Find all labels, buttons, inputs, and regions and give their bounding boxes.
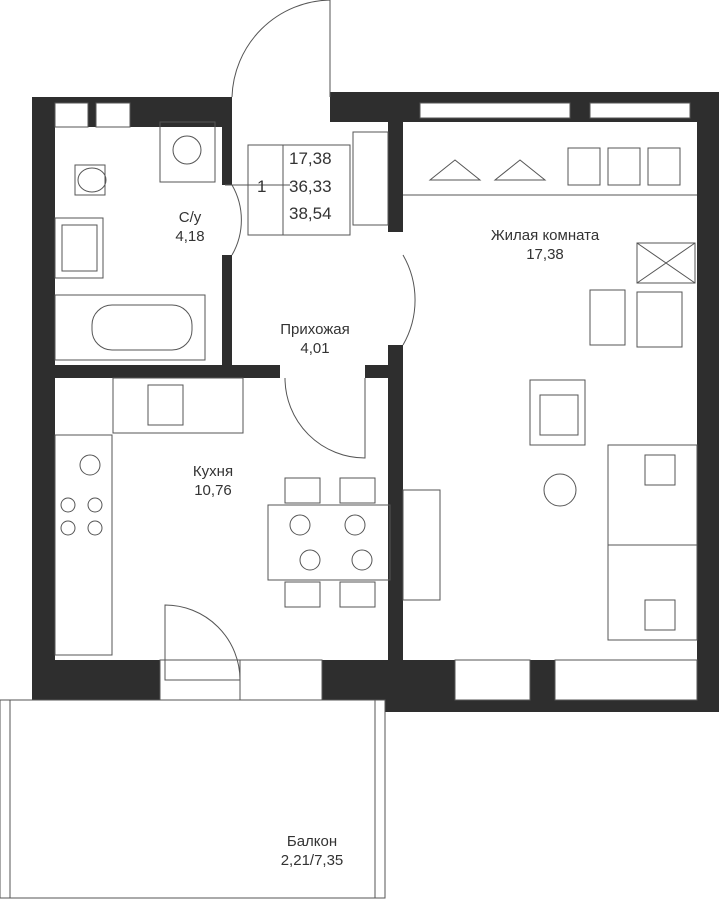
room-area: 10,76 xyxy=(194,482,232,499)
balcony xyxy=(0,699,386,899)
room-area: 4,01 xyxy=(300,340,330,357)
rooms-count: 1 xyxy=(257,177,267,196)
doors xyxy=(164,0,416,681)
walls xyxy=(32,92,719,712)
room-area: 2,21/7,35 xyxy=(280,852,344,869)
furniture xyxy=(54,121,698,656)
room-name: Балкон xyxy=(286,833,338,850)
room-name: Жилая комната xyxy=(490,227,600,244)
living-area: 17,38 xyxy=(289,149,332,168)
room-bathroom: С/у 4,18 xyxy=(175,208,204,246)
room-living: Жилая комната 17,38 xyxy=(491,226,599,264)
room-area: 17,38 xyxy=(526,246,564,263)
room-name: Кухня xyxy=(192,463,234,480)
room-hallway: Прихожая 4,01 xyxy=(280,320,350,358)
windows xyxy=(54,102,698,701)
room-name: Прихожая xyxy=(280,321,350,338)
room-balcony: Балкон 2,21/7,35 xyxy=(281,832,344,870)
room-kitchen: Кухня 10,76 xyxy=(193,462,233,500)
room-name: С/у xyxy=(178,209,202,226)
room-area: 4,18 xyxy=(175,228,205,245)
total-area: 36,33 xyxy=(289,177,332,196)
total-area-with-balcony: 38,54 xyxy=(289,204,332,223)
